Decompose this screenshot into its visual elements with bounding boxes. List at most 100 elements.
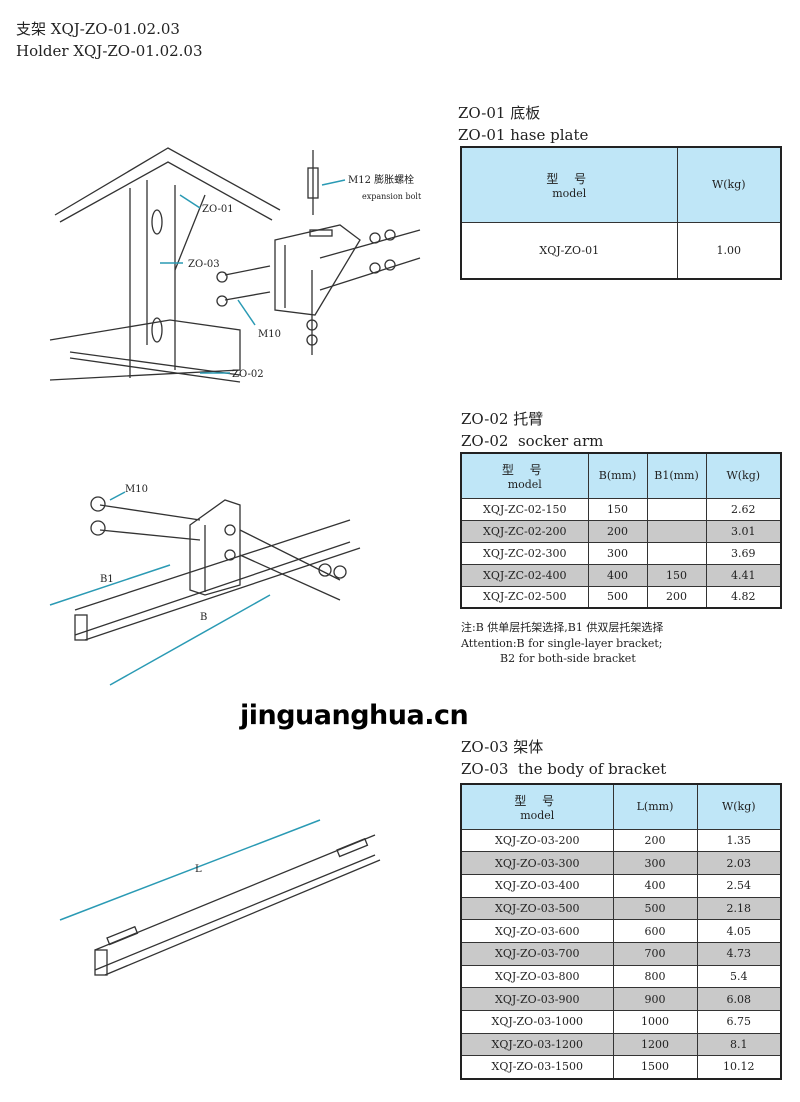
col-header-w: W(kg) — [676, 146, 782, 223]
table-cell: 150 — [646, 563, 707, 587]
table-cell: XQJ-ZC-02-200 — [460, 519, 589, 543]
table-cell: XQJ-ZO-03-600 — [460, 919, 614, 943]
table-cell: 1200 — [612, 1032, 698, 1057]
holder-assembly-diagram: ZO-01 ZO-03 ZO-02 M12 膨胀螺栓 expansion bol… — [49, 147, 422, 383]
table-cell: 8.1 — [696, 1032, 782, 1057]
col-header-b1: B1(mm) — [646, 452, 707, 499]
section1-heading-zh: ZO-01 底板 — [458, 104, 541, 122]
table-cell: 200 — [587, 519, 648, 543]
model-zh: 型 号 — [514, 793, 561, 808]
table-cell: 4.05 — [696, 919, 782, 943]
table-cell: 300 — [587, 541, 648, 565]
page-title-en: Holder XQJ-ZO-01.02.03 — [16, 42, 203, 60]
table-cell: 10.12 — [696, 1055, 782, 1080]
table-cell: XQJ-ZC-02-300 — [460, 541, 589, 565]
table-cell: 900 — [612, 987, 698, 1011]
label-zo03: ZO-03 — [188, 259, 220, 270]
table-cell: XQJ-ZO-03-400 — [460, 873, 614, 898]
table-cell: XQJ-ZO-03-300 — [460, 851, 614, 875]
table-cell: 800 — [612, 964, 698, 989]
table-cell: 600 — [612, 919, 698, 943]
table-cell: XQJ-ZC-02-500 — [460, 585, 589, 609]
section3-heading-en: ZO-03 the body of bracket — [461, 760, 667, 778]
section1-heading-en: ZO-01 hase plate — [458, 126, 589, 144]
table-cell: 2.18 — [696, 896, 782, 921]
section2-heading-zh: ZO-02 托臂 — [461, 410, 544, 428]
col-header-b: B(mm) — [587, 452, 648, 499]
table-cell: XQJ-ZO-03-700 — [460, 941, 614, 966]
table-cell: XQJ-ZO-03-1500 — [460, 1055, 614, 1080]
section3-heading-zh: ZO-03 架体 — [461, 738, 544, 756]
model-zh: 型 号 — [501, 462, 548, 477]
table-cell: 6.08 — [696, 987, 782, 1011]
model-zh: 型 号 — [546, 171, 593, 186]
table-cell: XQJ-ZO-01 — [460, 221, 678, 280]
note-en-2: B2 for both-side bracket — [500, 652, 636, 665]
table-cell: XQJ-ZO-03-1200 — [460, 1032, 614, 1057]
table-cell: 6.75 — [696, 1010, 782, 1034]
page-title-zh: 支架 XQJ-ZO-01.02.03 — [16, 20, 180, 38]
socker-arm-diagram: M10 B1 B — [49, 484, 361, 686]
table-cell: 4.73 — [696, 941, 782, 966]
table-cell — [646, 541, 707, 565]
label-l: L — [195, 864, 202, 875]
table-cell: 400 — [612, 873, 698, 898]
table-cell: XQJ-ZO-03-800 — [460, 964, 614, 989]
table-cell: 2.03 — [696, 851, 782, 875]
table-cell: 700 — [612, 941, 698, 966]
table-cell: 4.82 — [705, 585, 782, 609]
label-zo01: ZO-01 — [202, 204, 234, 215]
label-m10: M10 — [125, 484, 148, 495]
table-cell: 1000 — [612, 1010, 698, 1034]
section2-heading-en: ZO-02 socker arm — [461, 432, 604, 450]
table-cell: 2.62 — [705, 497, 782, 521]
table-cell: 3.69 — [705, 541, 782, 565]
model-en: model — [507, 477, 542, 491]
label-b1: B1 — [100, 574, 114, 585]
label-expansion-bolt: expansion bolt — [362, 192, 422, 201]
table-cell: XQJ-ZO-03-200 — [460, 828, 614, 853]
label-zo02: ZO-02 — [232, 369, 264, 380]
table-cell: XQJ-ZC-02-150 — [460, 497, 589, 521]
label-b: B — [200, 612, 207, 623]
table-cell: 2.54 — [696, 873, 782, 898]
table-cell: 500 — [587, 585, 648, 609]
note-zh: 注:B 供单层托架选择,B1 供双层托架选择 — [461, 621, 664, 634]
table-cell — [646, 519, 707, 543]
col-header-w: W(kg) — [696, 783, 782, 830]
col-header-l: L(mm) — [612, 783, 698, 830]
note-en-1: Attention:B for single-layer bracket; — [461, 637, 663, 650]
table-cell: 500 — [612, 896, 698, 921]
table-cell: XQJ-ZO-03-900 — [460, 987, 614, 1011]
table-cell: 200 — [646, 585, 707, 609]
bracket-body-diagram: L — [59, 819, 381, 976]
table-cell: 200 — [612, 828, 698, 853]
label-m12: M12 膨胀螺栓 — [348, 173, 414, 186]
label-m10: M10 — [258, 329, 281, 340]
table-cell: 5.4 — [696, 964, 782, 989]
table-cell: 1500 — [612, 1055, 698, 1080]
table-cell: XQJ-ZO-03-1000 — [460, 1010, 614, 1034]
model-en: model — [520, 808, 555, 822]
table-cell: 150 — [587, 497, 648, 521]
